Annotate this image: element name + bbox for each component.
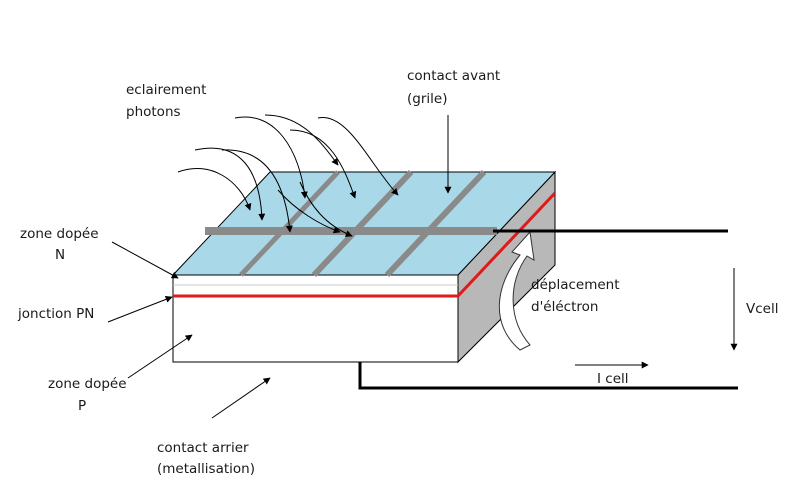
pn-junction-line	[173, 191, 557, 298]
label-arrows	[107, 115, 452, 419]
electron-label-2: d'éléctron	[531, 299, 598, 315]
n-zone-label-2: N	[55, 247, 65, 263]
front-contact-label-2: (grile)	[407, 91, 447, 107]
back-contact-label-2: (metallisation)	[157, 461, 255, 477]
electron-flow-arrow	[498, 230, 535, 351]
p-zone-label-1: zone dopée	[48, 376, 127, 392]
n-zone-label-1: zone dopée	[20, 226, 99, 242]
icell-label: I cell	[597, 371, 629, 387]
front-face	[172, 274, 459, 363]
illumination-label-1: eclairement	[126, 82, 206, 98]
p-zone-label-2: P	[78, 398, 86, 414]
vcell-label: Vcell	[746, 301, 778, 317]
illumination-label-2: photons	[126, 104, 181, 120]
photon-arrows	[177, 114, 399, 237]
back-contact-label-1: contact arrier	[157, 440, 249, 456]
pn-junction-label: jonction PN	[17, 306, 94, 322]
bottom-wire	[358, 362, 738, 390]
electron-label-1: déplacement	[531, 277, 620, 293]
front-contact-label-1: contact avant	[407, 68, 500, 84]
